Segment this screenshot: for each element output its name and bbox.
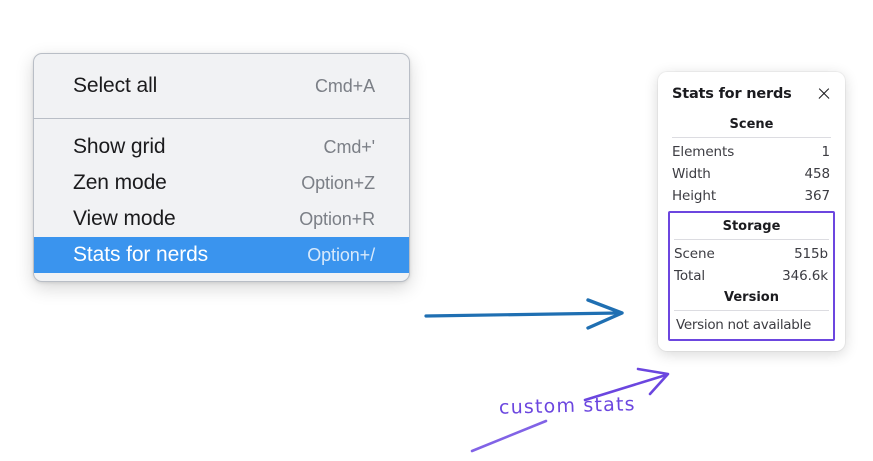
menu-item-select-all[interactable]: Select all Cmd+A xyxy=(34,68,409,104)
menu-item-label: Show grid xyxy=(73,135,166,158)
menu-separator xyxy=(34,118,409,119)
stat-key: Width xyxy=(672,166,711,182)
divider xyxy=(674,310,829,311)
section-heading-version: Version xyxy=(724,290,779,305)
stat-key: Scene xyxy=(674,246,715,262)
stat-row-total: Total 346.6k xyxy=(670,265,833,287)
menu-item-shortcut: Option+R xyxy=(299,208,375,229)
menu-item-shortcut: Option+Z xyxy=(301,172,375,193)
stats-section-storage: Storage Scene 515b Total 346.6k xyxy=(670,216,833,287)
stats-panel-title: Stats for nerds xyxy=(672,86,792,102)
menu-item-label: View mode xyxy=(73,207,176,230)
menu-item-shortcut: Option+/ xyxy=(307,244,375,265)
stats-section-version: Version Version not available xyxy=(670,287,833,334)
stat-value: 1 xyxy=(821,144,831,160)
stat-value: 515b xyxy=(794,246,828,262)
context-menu[interactable]: Select all Cmd+A Show grid Cmd+' Zen mod… xyxy=(33,53,410,282)
stat-row-scene: Scene 515b xyxy=(670,243,833,265)
menu-item-label: Stats for nerds xyxy=(73,243,209,266)
stat-value: 458 xyxy=(804,166,831,182)
menu-item-stats-for-nerds[interactable]: Stats for nerds Option+/ xyxy=(34,237,409,273)
menu-item-zen-mode[interactable]: Zen mode Option+Z xyxy=(34,165,409,201)
stat-row-elements: Elements 1 xyxy=(668,141,835,163)
menu-item-label: Select all xyxy=(73,74,158,97)
stat-key: Height xyxy=(672,188,717,204)
menu-item-show-grid[interactable]: Show grid Cmd+' xyxy=(34,129,409,165)
stats-for-nerds-panel: Stats for nerds Scene Elements 1 Width 4… xyxy=(658,72,845,351)
divider xyxy=(674,239,829,240)
custom-stats-annotation-label: custom stats xyxy=(498,393,637,419)
stat-row-width: Width 458 xyxy=(668,163,835,185)
section-heading-storage: Storage xyxy=(722,219,781,234)
custom-stats-highlight-box: Storage Scene 515b Total 346.6k Version … xyxy=(668,211,835,341)
blue-arrow xyxy=(424,298,624,330)
stat-value: 367 xyxy=(804,188,831,204)
menu-group-2: Show grid Cmd+' Zen mode Option+Z View m… xyxy=(34,119,409,281)
stat-key: Total xyxy=(674,268,706,284)
menu-group-1: Select all Cmd+A xyxy=(34,54,409,118)
stat-key: Elements xyxy=(672,144,735,160)
stat-value: 346.6k xyxy=(782,268,828,284)
stats-panel-header: Stats for nerds xyxy=(668,84,835,102)
menu-item-shortcut: Cmd+A xyxy=(314,75,375,96)
menu-item-view-mode[interactable]: View mode Option+R xyxy=(34,201,409,237)
menu-item-label: Zen mode xyxy=(73,171,167,194)
close-icon[interactable] xyxy=(816,86,832,102)
purple-underline-stroke xyxy=(470,419,548,453)
divider xyxy=(672,137,831,138)
stat-row-height: Height 367 xyxy=(668,185,835,207)
section-heading-scene: Scene xyxy=(729,117,774,132)
version-text: Version not available xyxy=(676,317,811,333)
stats-section-scene: Scene Elements 1 Width 458 Height 367 xyxy=(668,116,835,207)
menu-item-shortcut: Cmd+' xyxy=(323,136,376,157)
